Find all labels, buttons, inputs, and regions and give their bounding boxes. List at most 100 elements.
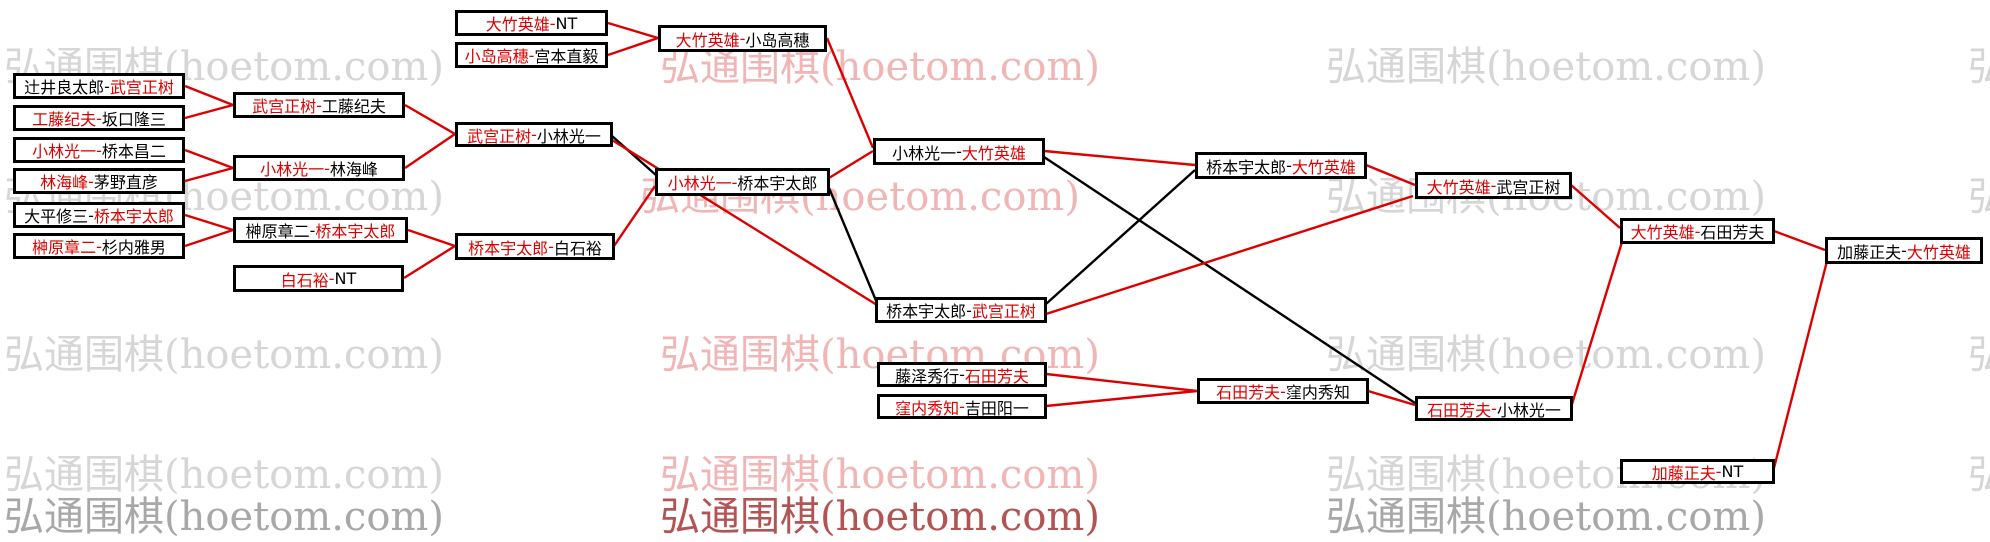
watermark-text-1-3: 弘通围棋(hoetom.com) [1968, 174, 1990, 220]
connector-line-winner-16 [828, 149, 874, 180]
connector-line-winner-6 [184, 166, 234, 183]
separator: - [88, 171, 94, 191]
player-name: 桥本宇太郎 [1206, 157, 1287, 177]
separator: - [324, 158, 330, 178]
player-name: 桥本宇太郎 [315, 222, 396, 241]
connector-line-winner-5 [184, 148, 234, 170]
separator: - [959, 365, 965, 384]
watermark-text-0-2: 弘通围棋(hoetom.com) [1326, 44, 1766, 90]
player-name: 小岛高穗 [464, 47, 529, 66]
connector-lines-layer [184, 21, 1829, 469]
player-name: 武宫正树 [109, 78, 174, 97]
player-name: 吉田阳一 [964, 398, 1029, 418]
player-name: 小林光一 [892, 143, 957, 163]
separator: - [1286, 156, 1292, 175]
player-name: 武宫正树 [1496, 177, 1561, 197]
player-name: NT [555, 13, 578, 33]
match-box-c7b: 石田芳夫-小林光一 [1415, 396, 1573, 421]
player-name: 白石裕 [280, 270, 329, 290]
match-box-c4: 小林光一-桥本宇太郎 [655, 168, 830, 196]
separator: - [1490, 176, 1497, 195]
match-box-c5d: 窪内秀知-吉田阳一 [877, 394, 1047, 419]
match-box-c3b: 桥本宇太郎-白石裕 [455, 233, 615, 260]
player-name: 石田芳夫 [1700, 223, 1765, 242]
connector-line-winner-4 [184, 103, 234, 120]
separator: - [88, 205, 94, 225]
separator: - [1491, 399, 1497, 418]
player-name: 窪内秀知 [1285, 383, 1350, 402]
connector-line-winner-28 [1773, 229, 1826, 252]
connector-line-winner-21 [1045, 194, 1414, 316]
player-name: 宫本直毅 [534, 47, 599, 66]
match-box-n2: 小岛高穗-宫本直毅 [455, 42, 608, 68]
separator: - [956, 142, 962, 161]
player-name: 大竹英雄 [1630, 223, 1695, 242]
match-box-n1: 大竹英雄-NT [455, 10, 608, 36]
player-name: 武宫正树 [971, 302, 1036, 321]
player-name: 桥本宇太郎 [468, 238, 549, 258]
player-name: 大竹英雄 [1426, 177, 1491, 197]
match-box-c5c: 藤泽秀行-石田芳夫 [877, 362, 1047, 387]
connector-line-loser-17 [827, 187, 879, 304]
connector-line-loser-20 [1045, 169, 1196, 305]
match-box-l4: 林海峰-茅野直彦 [13, 168, 185, 194]
player-name: 石田芳夫 [1427, 400, 1492, 420]
player-name: 大平修三 [24, 207, 89, 226]
player-name: 辻井良太郎 [24, 78, 105, 97]
player-name: 工藤纪夫 [32, 110, 97, 129]
player-name: 白石裕 [553, 238, 602, 258]
match-box-l3: 小林光一-桥本昌二 [13, 137, 185, 163]
player-name: 小林光一 [260, 160, 325, 179]
connector-line-loser-19 [1043, 155, 1416, 405]
match-box-l5: 大平修三-桥本宇太郎 [13, 202, 185, 228]
separator: - [531, 125, 537, 144]
match-box-c6b: 石田芳夫-窪内秀知 [1197, 378, 1369, 404]
match-box-c2a: 武宫正树-工藤纪夫 [233, 92, 405, 118]
watermark-text-2-0: 弘通围棋(hoetom.com) [4, 332, 444, 378]
match-box-l1: 辻井良太郎-武宫正树 [13, 73, 185, 99]
player-name: 桥本宇太郎 [93, 207, 174, 226]
player-name: 桥本宇太郎 [886, 302, 967, 321]
player-name: 大竹英雄 [675, 30, 740, 50]
watermark-text-3-0: 弘通围棋(hoetom.com) [4, 452, 444, 498]
player-name: 石田芳夫 [964, 366, 1029, 386]
connector-line-winner-11 [407, 228, 456, 248]
separator: - [1901, 241, 1907, 260]
separator: - [1280, 381, 1286, 401]
connector-line-winner-10 [404, 133, 456, 169]
player-name: 坂口隆三 [101, 110, 166, 129]
player-name: 大竹英雄 [1291, 157, 1356, 177]
watermark-text-3-1: 弘通围棋(hoetom.com) [660, 452, 1100, 498]
connector-line-winner-25 [1367, 389, 1416, 407]
separator: - [1694, 221, 1701, 241]
match-box-c3a: 武宫正树-小林光一 [455, 122, 613, 147]
player-name: 林海峰 [329, 160, 378, 179]
player-name: 榊原章二 [245, 222, 310, 241]
player-name: 榊原章二 [32, 238, 97, 257]
player-name: NT [334, 269, 357, 288]
player-name: 武宫正树 [467, 126, 532, 146]
match-box-c8a: 大竹英雄-石田芳夫 [1620, 218, 1775, 244]
player-name: 窪内秀知 [895, 398, 960, 418]
match-box-c7a: 大竹英雄-武宫正树 [1415, 172, 1572, 199]
match-box-c9: 加藤正夫-大竹英雄 [1825, 237, 1983, 264]
separator: - [966, 300, 972, 320]
tournament-bracket-diagram: 弘通围棋(hoetom.com) 弘通围棋(hoetom.com) 弘通围棋(hoe… [4, 10, 1990, 540]
separator: - [104, 76, 110, 96]
watermark-text-2-2: 弘通围棋(hoetom.com) [1326, 332, 1766, 378]
player-name: 藤泽秀行 [895, 366, 960, 386]
separator: - [96, 236, 102, 256]
connector-line-loser-13 [611, 135, 658, 177]
connector-line-winner-22 [1045, 372, 1198, 393]
connector-line-winner-24 [1365, 163, 1416, 187]
bracket-page: { "watermark_text": "弘通围棋(hoetom.com)", … [4, 10, 1990, 540]
connector-line-winner-14 [611, 138, 878, 307]
connector-line-winner-3 [184, 84, 234, 107]
separator: - [1715, 462, 1722, 481]
separator: - [96, 108, 102, 128]
watermark-text-0-3: 弘通围棋(hoetom.com) [1968, 44, 1990, 90]
player-name: 小林光一 [32, 142, 97, 161]
separator: - [528, 45, 535, 65]
match-box-c2b: 小林光一-林海峰 [233, 155, 405, 181]
connector-line-winner-29 [1772, 260, 1829, 469]
